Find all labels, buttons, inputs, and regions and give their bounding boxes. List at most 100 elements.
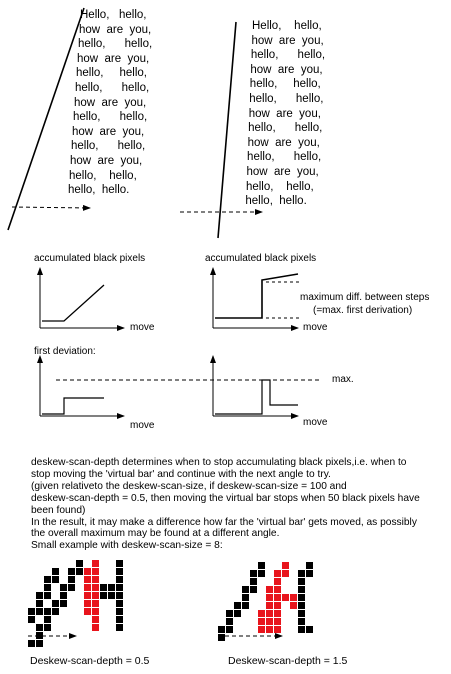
accumulated-label-right: accumulated black pixels (205, 253, 317, 264)
hello-line: hello, hello, (250, 49, 326, 62)
pixel-grid-left (28, 560, 123, 647)
black-pixel (116, 568, 123, 575)
red-pixel (290, 602, 297, 609)
paragraph-line: been found) (31, 504, 86, 516)
black-pixel (116, 584, 123, 591)
black-pixel (250, 578, 257, 585)
red-pixel (92, 584, 99, 591)
black-pixel (68, 576, 75, 583)
graph-first-deviation-right (210, 355, 299, 419)
black-pixel (218, 626, 225, 633)
black-pixel (108, 592, 115, 599)
red-pixel (266, 586, 273, 593)
black-pixel (52, 568, 59, 575)
black-pixel (242, 602, 249, 609)
hello-line: hello, hello, (78, 38, 153, 51)
red-pixel (258, 626, 265, 633)
red-pixel (274, 586, 281, 593)
red-pixel (274, 618, 281, 625)
black-pixel (258, 570, 265, 577)
max-diff-sublabel: (=max. first derivation) (313, 305, 413, 316)
black-pixel (298, 578, 305, 585)
accumulated-label-left: accumulated black pixels (34, 253, 146, 264)
caption-left: Deskew-scan-depth = 0.5 (30, 655, 150, 667)
black-pixel (242, 594, 249, 601)
hello-line: how are you, (72, 125, 145, 138)
black-pixel (116, 624, 123, 631)
hello-line: how are you, (247, 136, 320, 149)
move-label-4: move (303, 417, 328, 428)
max-label: max. (332, 374, 354, 385)
black-pixel (298, 618, 305, 625)
hello-line: how are you, (74, 96, 147, 109)
black-pixel (44, 624, 51, 631)
paragraph-line: In the result, it may make a difference … (31, 516, 417, 528)
red-pixel (92, 568, 99, 575)
red-pixel (92, 560, 99, 567)
first-deviation-label: first deviation: (34, 346, 96, 357)
graph-accumulated-right (210, 267, 300, 331)
black-pixel (52, 608, 59, 615)
black-pixel (44, 608, 51, 615)
black-pixel (36, 632, 43, 639)
graph-accumulated-left (37, 267, 125, 331)
graph-first-deviation-left (37, 355, 125, 419)
red-pixel (84, 568, 91, 575)
black-pixel (226, 626, 233, 633)
black-pixel (68, 584, 75, 591)
black-pixel (60, 600, 67, 607)
black-pixel (298, 586, 305, 593)
black-pixel (44, 592, 51, 599)
hello-line: hello, hello, (76, 67, 147, 80)
hello-line: hello, hello, (248, 122, 323, 135)
red-pixel (84, 584, 91, 591)
black-pixel (52, 600, 59, 607)
black-pixel (76, 560, 83, 567)
black-pixel (226, 618, 233, 625)
black-pixel (76, 568, 83, 575)
red-pixel (266, 610, 273, 617)
red-pixel (274, 626, 281, 633)
paragraph-line: deskew-scan-depth = 0.5, then moving the… (31, 492, 420, 504)
black-pixel (28, 608, 35, 615)
black-pixel (250, 570, 257, 577)
hello-line: hello, hello, (249, 93, 324, 105)
hello-line: hello, hello, (75, 82, 150, 94)
move-label-1: move (130, 322, 155, 333)
pixel-grid-right (218, 562, 313, 641)
red-pixel (92, 600, 99, 607)
black-pixel (44, 576, 51, 583)
red-pixel (84, 592, 91, 599)
hello-line: how are you, (246, 166, 319, 178)
black-pixel (298, 626, 305, 633)
black-pixel (44, 616, 51, 623)
hello-line: Hello, hello, (252, 20, 322, 32)
description-paragraph: deskew-scan-depth determines when to sto… (31, 457, 441, 552)
red-pixel (266, 626, 273, 633)
black-pixel (116, 560, 123, 567)
black-pixel (234, 610, 241, 617)
paragraph-line: Small example with deskew-scan-size = 8: (31, 540, 223, 552)
virtual-bar-left (7, 7, 85, 231)
black-pixel (298, 570, 305, 577)
red-pixel (92, 608, 99, 615)
hello-line: how are you, (77, 52, 150, 65)
hello-line: hello, hello, (71, 140, 146, 153)
red-pixel (274, 602, 281, 609)
black-pixel (298, 602, 305, 609)
paragraph-line: (given relativeto the deskew-scan-size, … (31, 480, 347, 492)
black-pixel (242, 586, 249, 593)
paragraph-line: deskew-scan-depth determines when to sto… (31, 457, 407, 468)
black-pixel (226, 610, 233, 617)
black-pixel (36, 624, 43, 631)
black-pixel (28, 640, 35, 647)
red-pixel (274, 578, 281, 585)
red-pixel (290, 594, 297, 601)
black-pixel (28, 616, 35, 623)
hello-line: how are you, (248, 107, 321, 120)
paragraph-line: the overall maximum may be found at a di… (31, 528, 280, 540)
red-pixel (92, 616, 99, 623)
virtual-bar-right (217, 21, 237, 239)
black-pixel (52, 576, 59, 583)
